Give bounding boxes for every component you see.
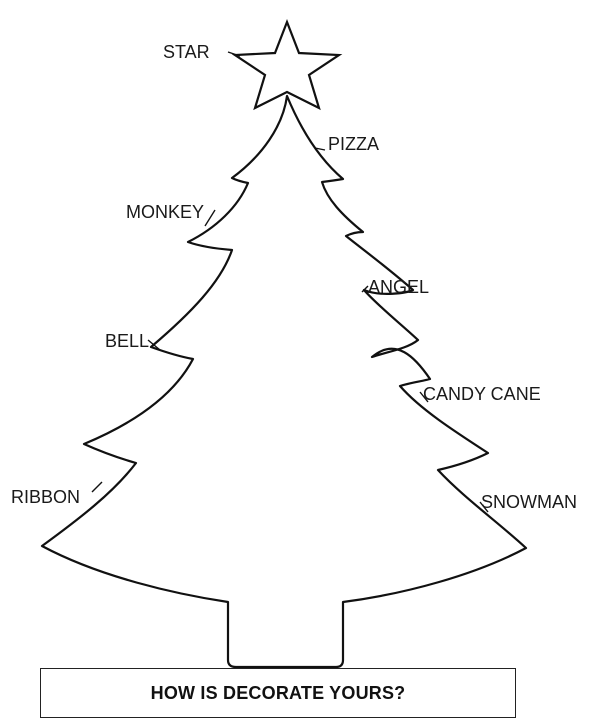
- label-ribbon: RIBBON: [11, 487, 81, 507]
- pointer-lines: [91, 51, 489, 513]
- pointer-line-pizza: [314, 147, 326, 151]
- pointer-line-candy-cane: [419, 391, 429, 403]
- pointer-line-monkey: [204, 209, 216, 227]
- pointer-line-angel: [361, 285, 369, 293]
- label-pizza: PIZZA: [328, 134, 380, 154]
- christmas-tree-outline: [40, 94, 528, 669]
- label-snowman: SNOWMAN: [481, 492, 577, 512]
- pointer-line-snowman: [479, 501, 489, 513]
- label-star: STAR: [163, 42, 210, 62]
- star-shape: [231, 18, 343, 111]
- caption-text: HOW IS DECORATE YOURS?: [150, 682, 406, 703]
- caption-box: HOW IS DECORATE YOURS?: [40, 668, 516, 718]
- label-monkey: MONKEY: [126, 202, 205, 222]
- pointer-line-ribbon: [91, 481, 103, 493]
- pointer-line-bell: [147, 339, 161, 351]
- label-bell: BELL: [105, 331, 150, 351]
- label-candy-cane: CANDY CANE: [423, 384, 541, 404]
- label-angel: ANGEL: [368, 277, 430, 297]
- pointer-line-star: [227, 51, 241, 57]
